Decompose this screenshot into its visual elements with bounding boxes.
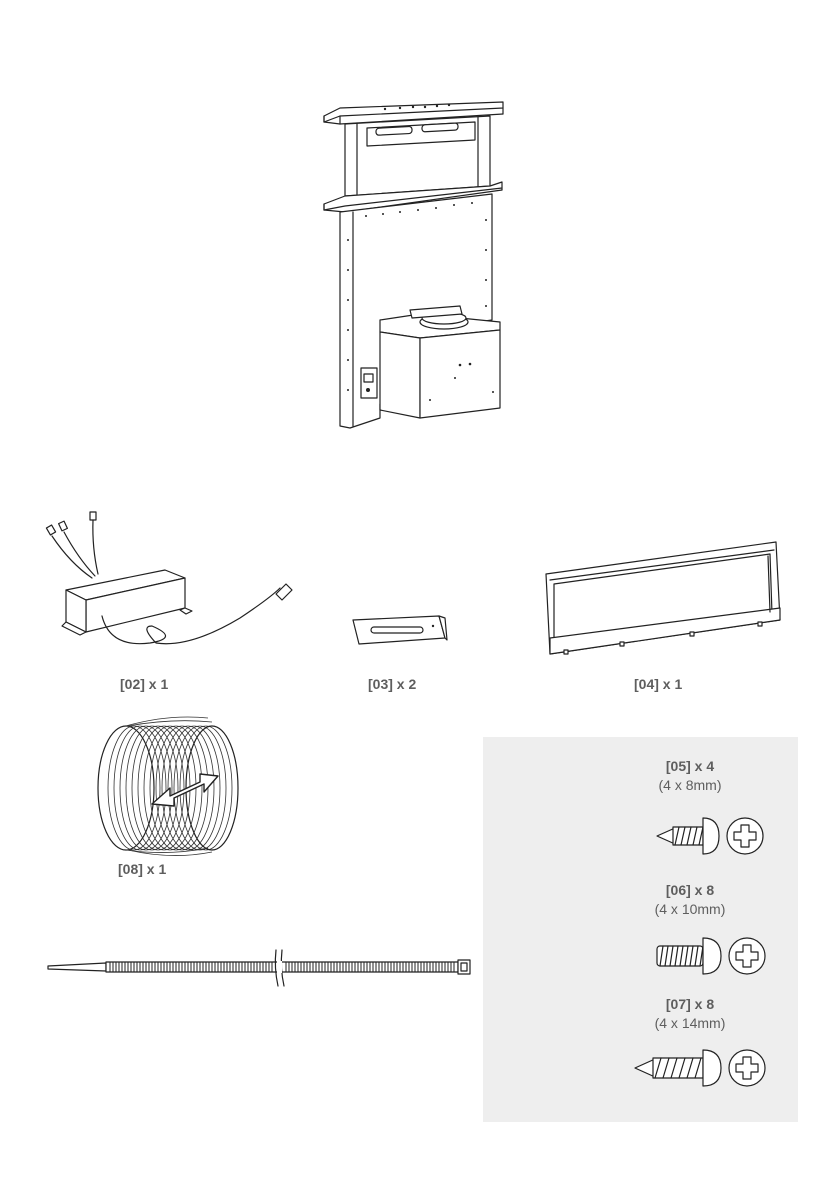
cable-tie-illustration [44,948,474,988]
screw-05-label: [05] x 4 [630,758,750,774]
part-02-label: [02] x 1 [120,676,200,692]
part-03-label: [03] x 2 [368,676,448,692]
part-08-label: [08] x 1 [118,861,198,877]
bracket-illustration [345,612,455,652]
screw-05-size: (4 x 8mm) [630,777,750,793]
flexible-duct-illustration [88,710,248,860]
control-box-illustration [40,508,300,638]
front-panel-illustration [540,538,790,668]
self-tapping-screw-icon [655,812,785,862]
screw-07-label: [07] x 8 [630,996,750,1012]
part-04-label: [04] x 1 [634,676,714,692]
screw-07-size: (4 x 14mm) [630,1015,750,1031]
machine-screw-icon [655,932,785,982]
screw-06-size: (4 x 10mm) [630,901,750,917]
self-tapping-screw-icon [633,1044,773,1094]
screw-06-label: [06] x 8 [630,882,750,898]
